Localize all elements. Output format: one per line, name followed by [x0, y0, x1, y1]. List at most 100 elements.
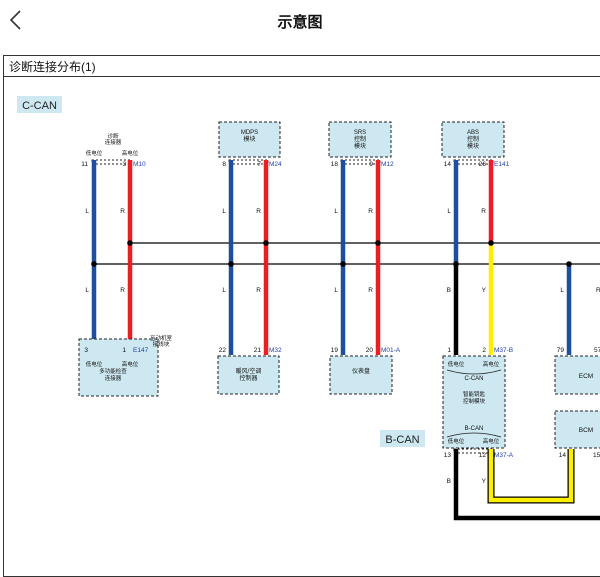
wire-letter-l: L: [85, 208, 89, 215]
sk-b-can-label: B-CAN: [465, 426, 484, 432]
wire-letter-r: R: [120, 287, 125, 294]
wire-letter-r: R: [481, 208, 486, 215]
pin-mdps-high: 7: [257, 161, 261, 168]
abs-top-box: [441, 121, 505, 158]
b-can-tag-bg: [380, 430, 425, 447]
abs-top-title-line: ABS: [467, 130, 479, 136]
ecm-title-line: ECM: [579, 373, 593, 380]
multi-note-line: 接线块: [153, 340, 170, 348]
conn-sk-top: M37-B: [494, 347, 513, 354]
mdps-top-box: [218, 121, 281, 158]
pin-bcm-2: 15: [593, 452, 600, 459]
sk-brace-bottom: [446, 432, 502, 438]
splice-dot: [488, 240, 494, 246]
pin-multi-high: 1: [122, 347, 126, 354]
sk-high-label: 高电位: [483, 360, 500, 368]
sk-high2-label: 高电位: [483, 437, 500, 445]
abs-top-title-line: 模块: [467, 142, 479, 150]
splice-dot: [340, 261, 346, 267]
mdps-bottom-title-line: 控制器: [239, 374, 257, 382]
chevron-left-icon: [9, 10, 21, 30]
wire-letter-r: R: [368, 208, 373, 215]
sk-low-label: 低电位: [448, 360, 465, 368]
panel-header: 诊断连接分布(1): [4, 56, 600, 77]
sk-bottom-connector-outline: [453, 448, 494, 454]
diag-low-label: 低电位: [86, 149, 103, 157]
conn-srs-bottom: M01-A: [381, 347, 401, 354]
srs-top-connector-outline: [340, 159, 381, 165]
mdps-top-title-line: 模块: [243, 135, 255, 143]
conn-sk-bot: M37-A: [494, 452, 514, 459]
pin-sk-bot-low: 13: [444, 452, 452, 459]
sk-c-can-label: C-CAN: [465, 376, 484, 382]
wire-letter-r: R: [596, 287, 600, 294]
pin-mdps-bottom-high: 21: [254, 347, 262, 354]
back-button[interactable]: [6, 6, 30, 34]
pin-diag-high: 3: [122, 161, 126, 168]
bcm-title-line: BCM: [579, 427, 593, 434]
wire-letter-y: Y: [482, 287, 487, 294]
sk-brace-top: [446, 369, 502, 375]
multi-connector-box: [78, 338, 159, 397]
wire-letter-l: L: [222, 208, 226, 215]
pin-abs-low: 14: [444, 161, 452, 168]
wire-letter-r: R: [256, 287, 261, 294]
srs-bottom-title-line: 仪表盘: [352, 367, 370, 375]
bcm-box: [554, 410, 600, 449]
pin-sk-bot-high: 12: [479, 452, 487, 459]
wire-letter-l: L: [560, 287, 564, 294]
b-can-tag: B-CAN: [385, 434, 419, 446]
page-title: 示意图: [277, 14, 323, 31]
diag-high-label: 高电位: [122, 149, 139, 157]
pin-srs-bottom-low: 19: [331, 347, 339, 354]
splice-dot: [375, 240, 381, 246]
multi-title-line: 多功能检查: [99, 367, 127, 375]
srs-bottom-box: [329, 355, 393, 395]
pin-diag-low: 11: [81, 161, 88, 168]
pin-sk-top-low: 1: [447, 347, 451, 354]
pin-srs-high: 9: [369, 161, 373, 168]
splice-dot: [91, 261, 97, 267]
top-bar: 示意图: [0, 0, 600, 44]
wire-letter-b: B: [447, 478, 451, 485]
multi-title-line: 连接器: [105, 374, 122, 382]
wire-letter-r: R: [256, 208, 261, 215]
splice-dot: [263, 240, 269, 246]
multi-note-line: 至动机室: [150, 334, 173, 342]
wire-letter-l: L: [85, 287, 89, 294]
wire-letter-r: R: [120, 208, 125, 215]
c-can-tag-bg: [17, 96, 62, 113]
c-can-tag: C-CAN: [22, 100, 57, 112]
splice-dot: [127, 240, 133, 246]
mdps-top-connector-outline: [228, 159, 269, 165]
wire-letter-l: L: [334, 208, 338, 215]
pin-ecm-2: 57: [594, 347, 600, 354]
pin-mdps-low: 8: [222, 161, 226, 168]
mdps-top-title-line: MDPS: [241, 130, 258, 136]
abs-connector-outline: [453, 159, 494, 165]
conn-abs: E141: [494, 161, 510, 168]
splice-dot: [228, 261, 234, 267]
sk-title-line: 智能钥匙: [463, 390, 486, 398]
mdps-bottom-title-line: 暖风/空调: [236, 367, 262, 375]
multi-high-label: 高电位: [122, 360, 139, 368]
conn-multi: E147: [133, 347, 149, 354]
diag-title-line: 诊断: [107, 132, 119, 140]
conn-srs: M12: [381, 161, 394, 168]
sk-low2-label: 低电位: [448, 437, 465, 445]
wire-letter-b: B: [447, 287, 451, 294]
wire-letter-l: L: [222, 287, 226, 294]
wire-bcan-black: [453, 449, 600, 521]
pin-bcm-1: 14: [559, 452, 567, 459]
diag-title-line: 连接器: [105, 138, 122, 146]
panel-title: 诊断连接分布(1): [9, 60, 96, 74]
pin-mdps-bottom-low: 22: [219, 347, 227, 354]
wire-letter-l: L: [447, 208, 451, 215]
srs-top-title-line: 模块: [354, 142, 366, 150]
srs-top-title-line: 控制: [354, 135, 366, 143]
multi-low-label: 低电位: [86, 360, 103, 368]
splice-dot: [566, 261, 572, 267]
pin-multi-low: 3: [84, 347, 88, 354]
conn-mdps: M24: [269, 161, 282, 168]
